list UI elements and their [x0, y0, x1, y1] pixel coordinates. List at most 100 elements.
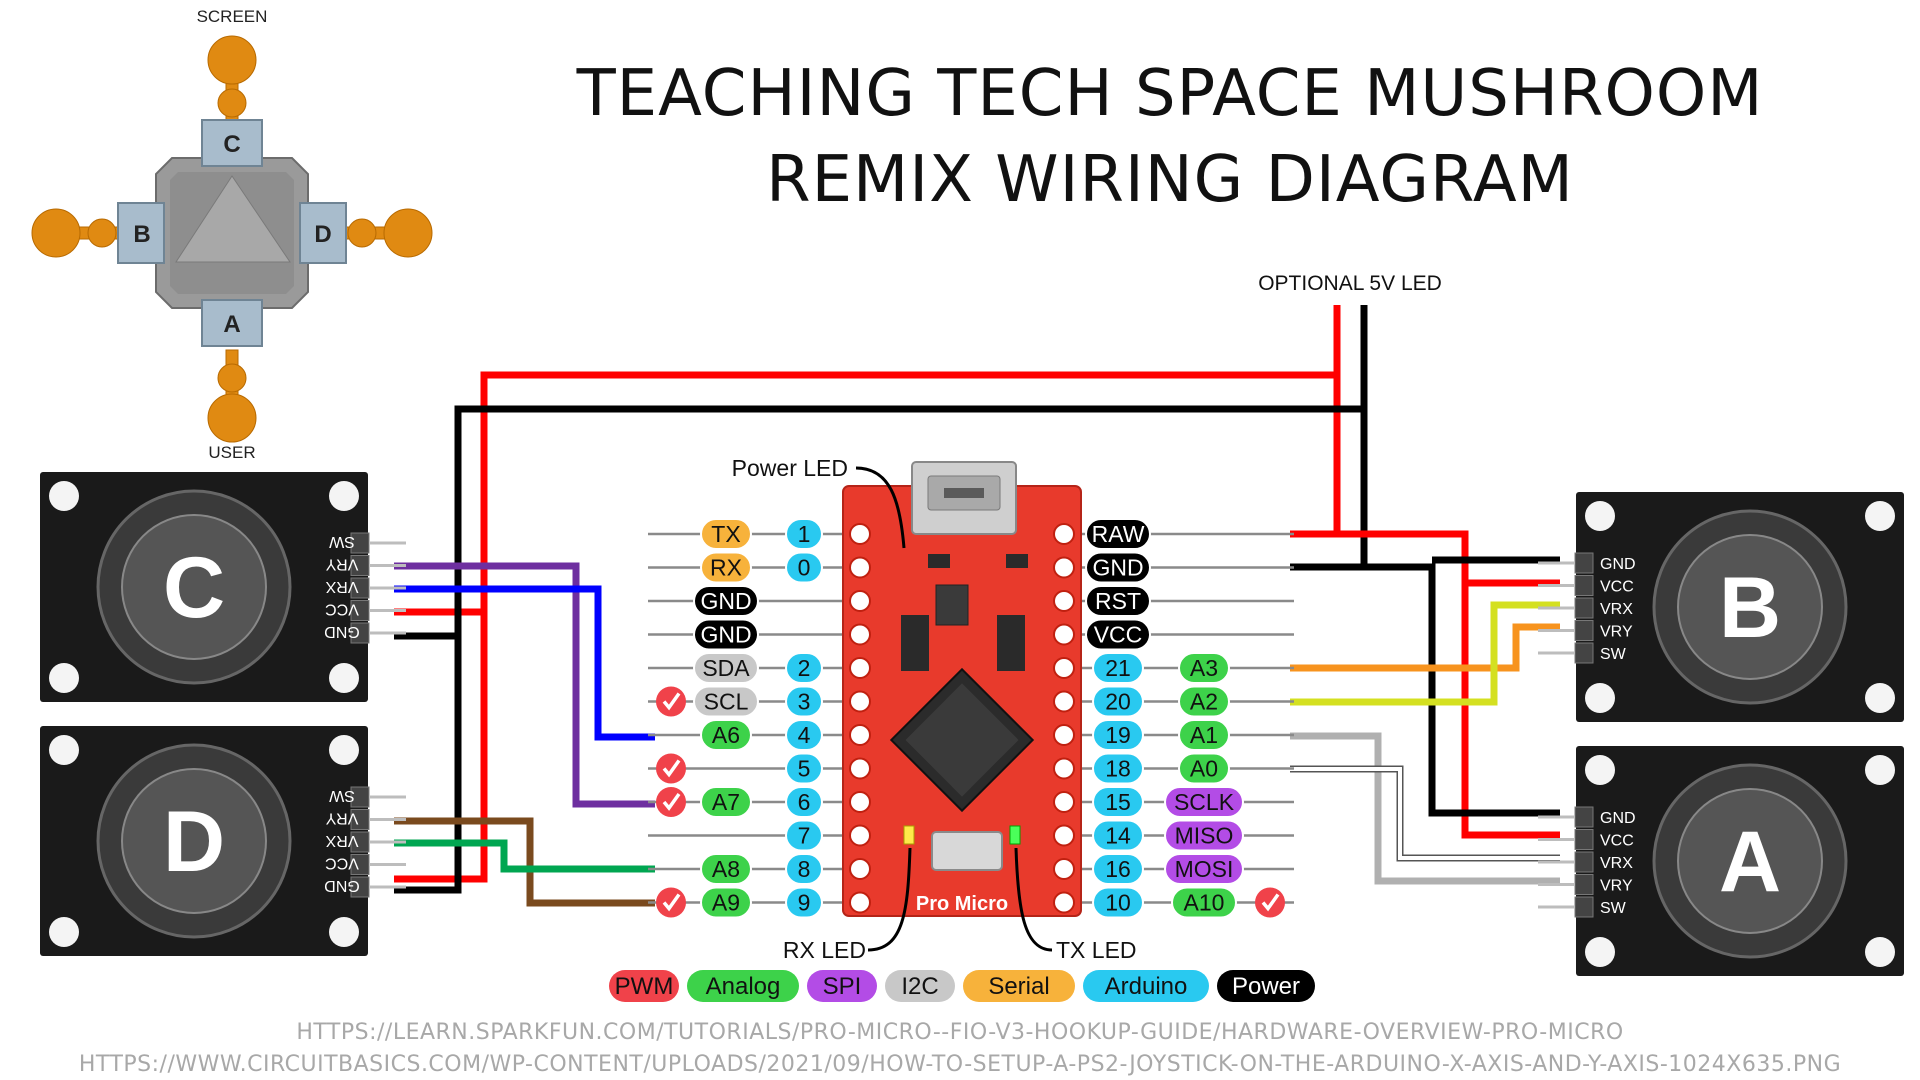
- legend-label: PWM: [615, 973, 674, 1000]
- left-pin-func: GND: [693, 618, 759, 651]
- right-pin-hole: [1053, 556, 1075, 579]
- right-pin-func: A0: [1178, 752, 1230, 785]
- legend-swatch: [1217, 970, 1315, 1002]
- right-pin-num: 19: [1092, 719, 1144, 751]
- right-pin-func: A2: [1178, 685, 1230, 718]
- left-pin-func-bg: [693, 618, 759, 651]
- left-pin-num-bg: [785, 685, 823, 718]
- left-pin-num: 3: [785, 685, 823, 718]
- user-label: USER: [208, 443, 255, 462]
- right-pin-func-text: A1: [1190, 722, 1218, 748]
- left-pin-num-bg: [785, 518, 823, 550]
- left-pin-func: A8: [700, 853, 752, 885]
- legend: PWM Analog SPI I2C Serial Arduino Power: [609, 970, 1315, 1002]
- left-pin-func-bg: [693, 585, 759, 617]
- right-pin-hole: [1053, 657, 1075, 679]
- legend-swatch: [885, 970, 955, 1002]
- left-pwm-check-mark: [662, 692, 681, 711]
- legend-label: SPI: [823, 973, 862, 1000]
- right-pin-func-bg: [1178, 719, 1230, 751]
- left-pin-func-bg: [700, 886, 752, 919]
- screen-label: SCREEN: [197, 7, 268, 26]
- left-pin-func-text: GND: [700, 588, 751, 614]
- optional-led-label: OPTIONAL 5V LED: [1258, 272, 1442, 295]
- title-line-1: TEACHING TECH SPACE MUSHROOM: [576, 57, 1764, 131]
- wire-gnd: [1290, 563, 1560, 817]
- joystick-pin-label: VCC: [1600, 579, 1634, 596]
- left-pin-num: 6: [785, 786, 823, 818]
- mount-hole: [1865, 755, 1895, 785]
- right-pin-num-text: VCC: [1094, 622, 1143, 648]
- legend-label: I2C: [901, 973, 938, 1000]
- legend-item-serial: Serial: [963, 970, 1075, 1002]
- joystick-pin-label: VRX: [1600, 855, 1633, 872]
- left-pin-num-text: 1: [798, 521, 811, 547]
- right-pin-num-bg: [1092, 886, 1144, 919]
- joystick-pin-label: GND: [324, 623, 360, 640]
- header-pin: [1574, 597, 1594, 619]
- left-pwm-check: [656, 887, 686, 918]
- right-pin-func-bg: [1178, 652, 1230, 684]
- legend-swatch: [807, 970, 877, 1002]
- wire-a1: [1290, 732, 1560, 885]
- left-pin-func: A7: [700, 786, 752, 818]
- mount-hole: [49, 917, 79, 947]
- left-pin-func-text: RX: [710, 555, 742, 581]
- left-pin-func-bg: [693, 685, 759, 718]
- wire-d-vrx: [394, 839, 655, 873]
- left-pin-hole: [849, 523, 871, 545]
- joystick-pin-label: VRY: [1600, 624, 1633, 641]
- joystick-letter: D: [163, 794, 225, 890]
- left-pin-func-bg: [700, 719, 752, 751]
- bus-red: [394, 371, 1337, 883]
- mount-hole: [49, 735, 79, 765]
- right-pin-num-bg: [1092, 786, 1144, 818]
- mushroom-side-a: A: [223, 311, 240, 338]
- legend-swatch: [687, 970, 799, 1002]
- legend-label: Arduino: [1105, 973, 1188, 1000]
- mount-hole: [1585, 755, 1615, 785]
- left-pin-hole: [849, 891, 871, 914]
- joystick-pin-label: SW: [328, 533, 355, 550]
- title-line-2: REMIX WIRING DIAGRAM: [766, 143, 1574, 217]
- left-pin-num: 9: [785, 886, 823, 919]
- right-pin-num-bg: [1092, 752, 1144, 785]
- legend-label: Power: [1232, 973, 1300, 1000]
- left-pin-func-text: SCL: [704, 689, 749, 715]
- joystick-pin-label: SW: [1600, 900, 1627, 917]
- legend-label: Analog: [706, 973, 781, 1000]
- joystick-pin-label: VCC: [325, 855, 359, 872]
- right-pin-func-text: A3: [1190, 655, 1218, 681]
- right-pwm-check-mark: [1261, 893, 1280, 912]
- left-pin-num-bg: [785, 819, 823, 852]
- left-pin-num: 4: [785, 719, 823, 751]
- left-pin-num: 1: [785, 518, 823, 550]
- left-pin-num-bg: [785, 886, 823, 919]
- left-pin-func: GND: [693, 585, 759, 617]
- mount-hole: [329, 663, 359, 693]
- right-pin-func-text: A10: [1184, 890, 1225, 916]
- left-pin-num-bg: [785, 719, 823, 751]
- mount-hole: [329, 735, 359, 765]
- joystick-pin-label: VCC: [1600, 833, 1634, 850]
- left-pin-num-text: 6: [798, 789, 811, 815]
- right-pin-num-text: 21: [1105, 655, 1131, 681]
- right-pin-func: A1: [1178, 719, 1230, 751]
- wire-a3: [1290, 623, 1560, 672]
- right-pin-num-text: RAW: [1092, 521, 1145, 547]
- left-pwm-check: [656, 686, 686, 717]
- left-pin-hole: [849, 556, 871, 579]
- left-pin-func: SDA: [693, 652, 759, 684]
- wire-a0: [1290, 767, 1560, 860]
- right-pin-func: MISO: [1164, 819, 1244, 852]
- right-pin-hole: [1053, 523, 1075, 545]
- right-pin-num-bg: [1085, 585, 1151, 617]
- power-led-label: Power LED: [732, 455, 848, 481]
- right-pin-num-text: 16: [1105, 856, 1131, 882]
- legend-item-i2c: I2C: [885, 970, 955, 1002]
- bus-black: [394, 405, 1364, 894]
- left-pin-func-text: TX: [711, 521, 740, 547]
